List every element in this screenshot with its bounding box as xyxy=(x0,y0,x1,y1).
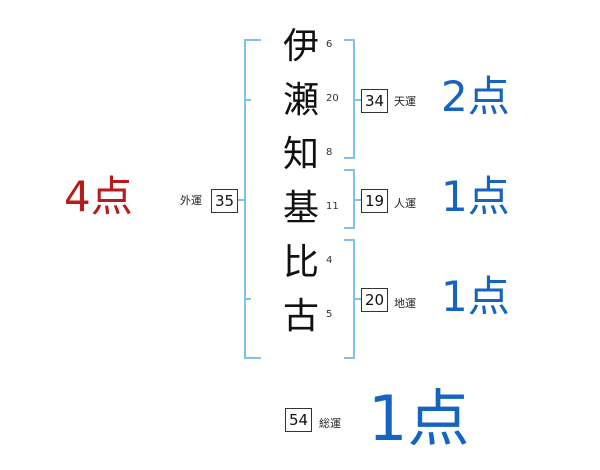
name-character: 古 xyxy=(282,296,319,337)
stroke-count: 4 xyxy=(326,255,333,266)
name-character: 知 xyxy=(282,134,319,175)
outer-bracket xyxy=(244,39,261,359)
name-character: 比 xyxy=(282,242,319,283)
chi-label: 地運 xyxy=(394,297,416,310)
chi-value-box: 20 xyxy=(361,288,388,312)
stroke-count: 5 xyxy=(326,309,333,320)
stroke-count: 6 xyxy=(326,39,333,50)
gai-value-box: 35 xyxy=(211,189,238,213)
gai-label: 外運 xyxy=(180,194,202,207)
name-character: 基 xyxy=(282,188,319,229)
ten-value-box: 34 xyxy=(361,89,388,113)
jin-value-box: 19 xyxy=(361,189,388,213)
stroke-count: 11 xyxy=(326,201,339,212)
jin-score: 1点 xyxy=(441,172,510,221)
name-character: 瀬 xyxy=(282,80,319,121)
stroke-counts: 6 20 8 11 4 5 xyxy=(326,38,354,362)
sou-value-box: 54 xyxy=(285,408,312,432)
ten-label: 天運 xyxy=(394,95,416,108)
stroke-count: 8 xyxy=(326,147,333,158)
gai-score: 4点 xyxy=(64,172,133,221)
stroke-count: 20 xyxy=(326,93,339,104)
sou-label: 総運 xyxy=(319,417,341,430)
name-character: 伊 xyxy=(282,26,319,67)
jin-label: 人運 xyxy=(394,197,416,210)
ten-score: 2点 xyxy=(441,72,510,121)
sou-score: 1点 xyxy=(368,382,470,455)
name-characters: 伊 瀬 知 基 比 古 xyxy=(274,20,328,344)
chi-score: 1点 xyxy=(441,272,510,321)
